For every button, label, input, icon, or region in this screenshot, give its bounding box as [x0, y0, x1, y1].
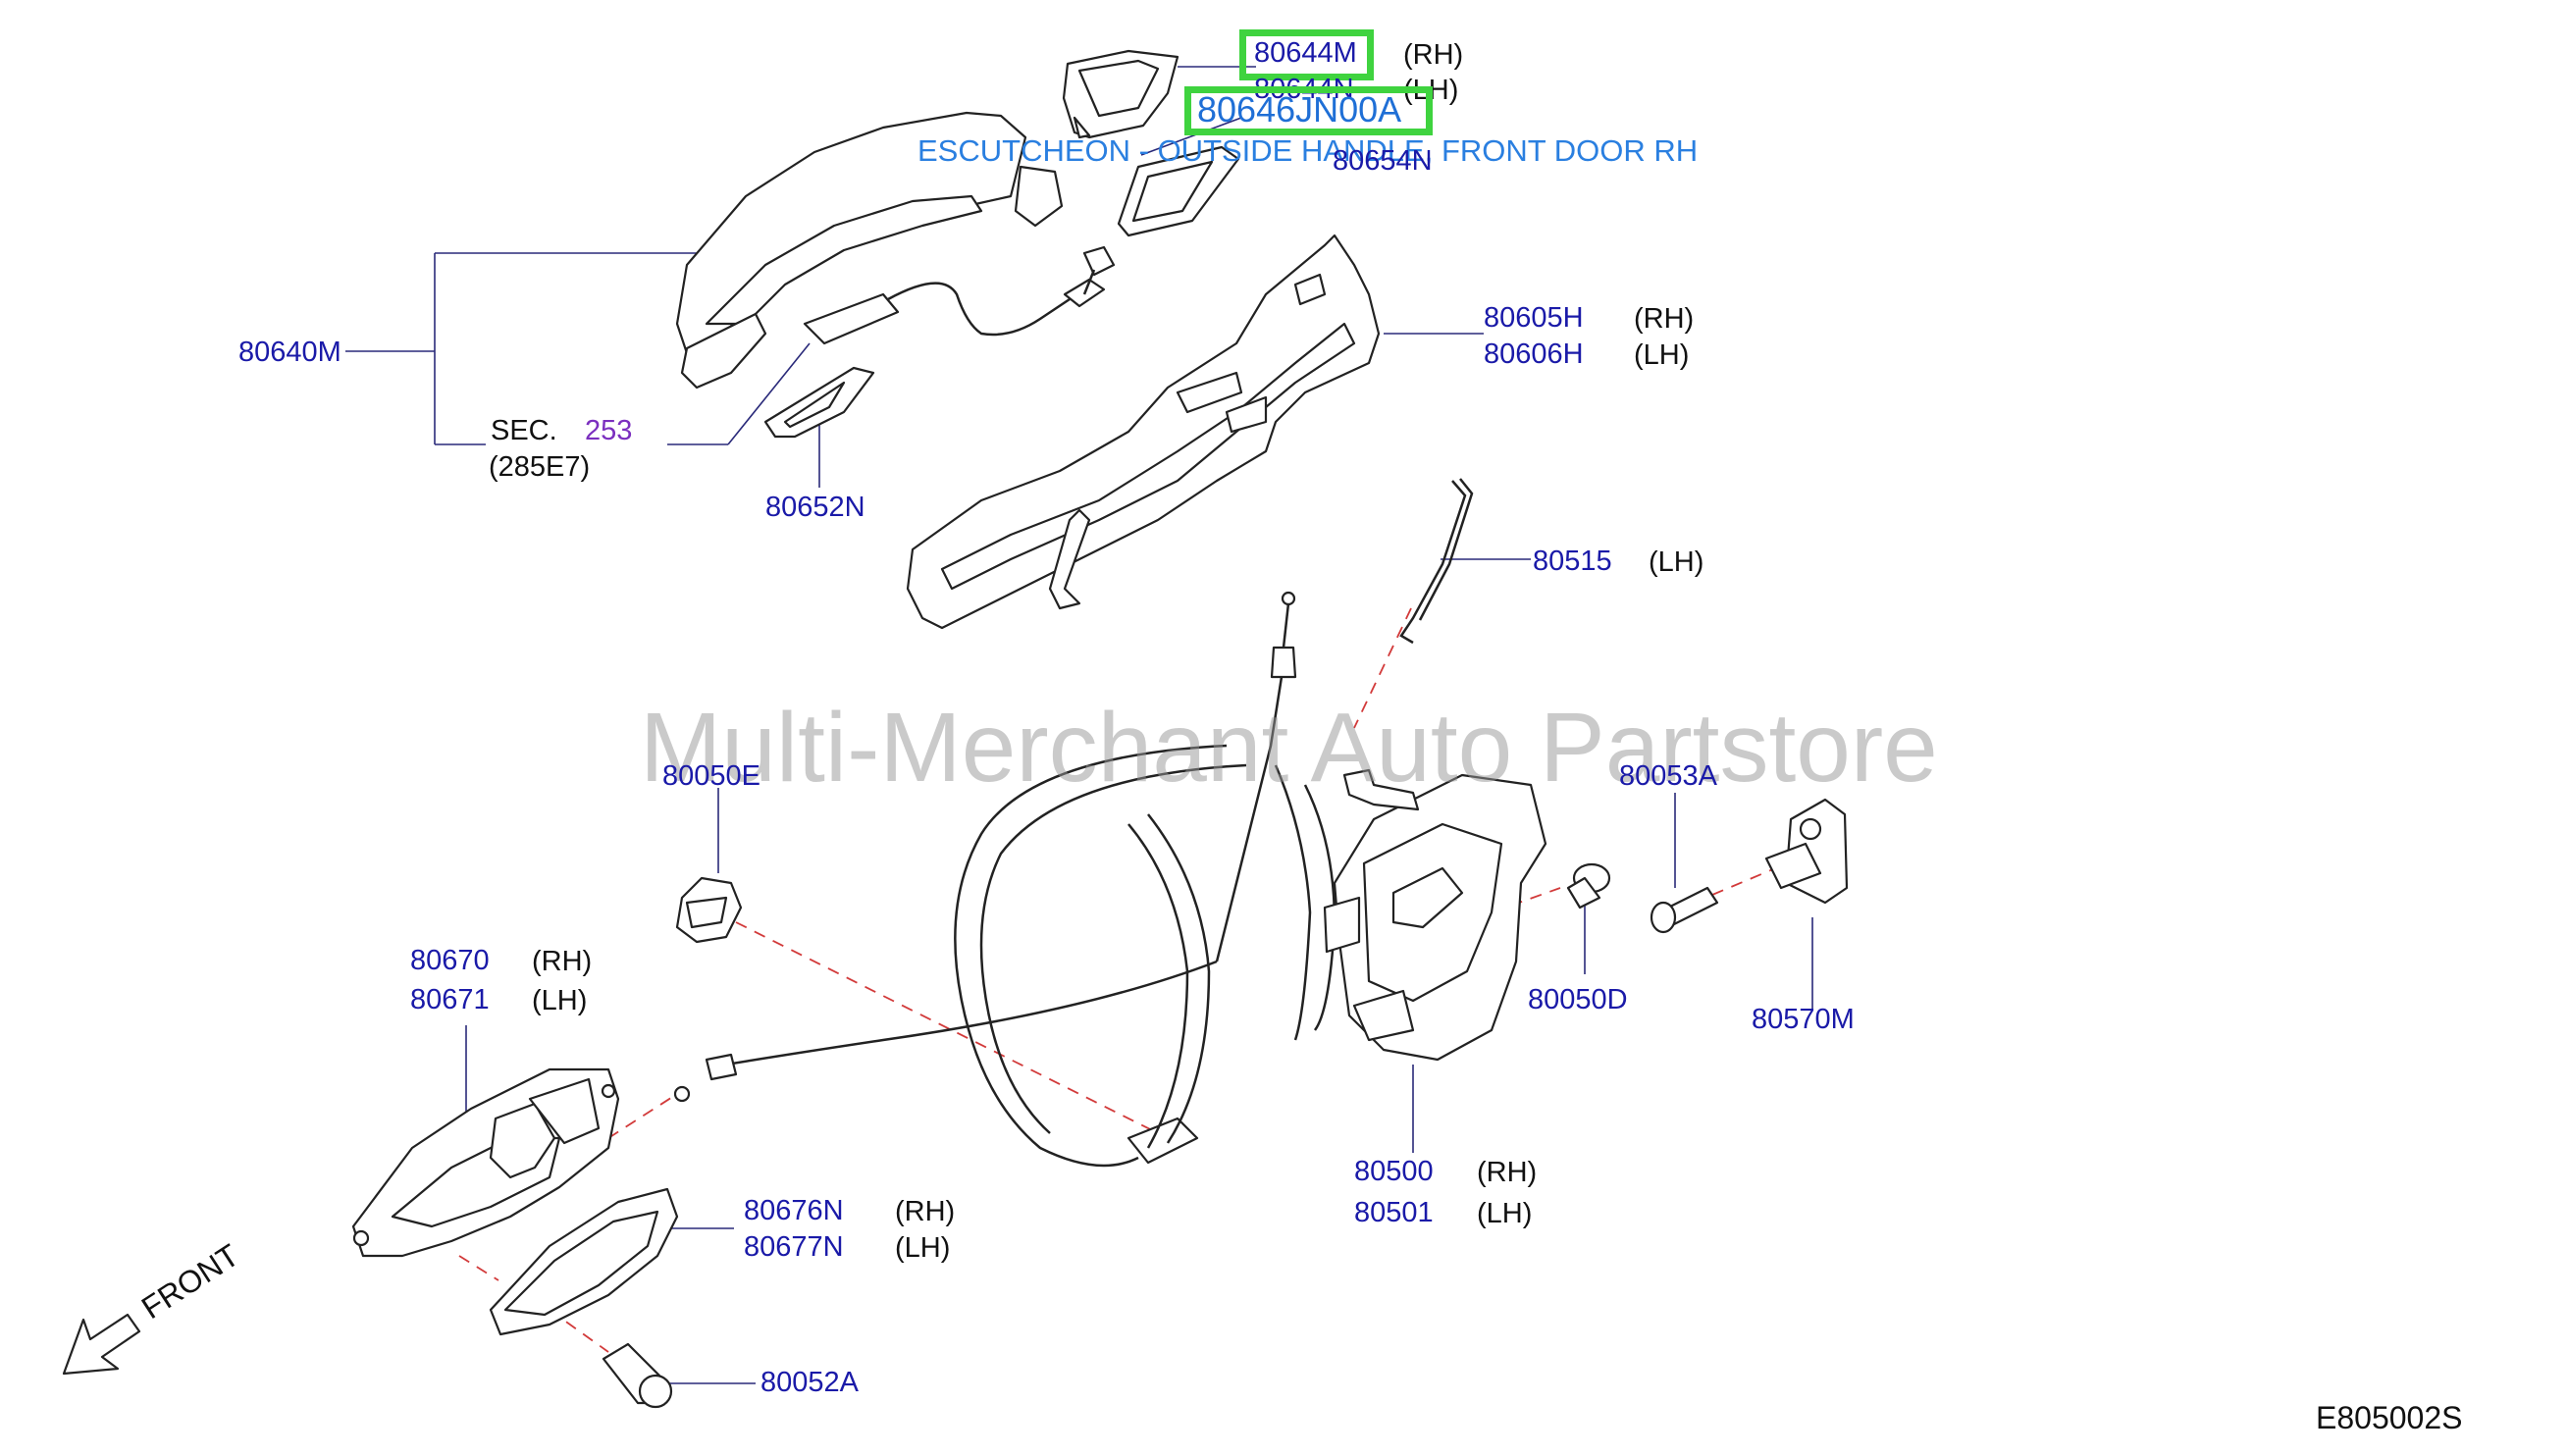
side-label-80605h: (RH) — [1634, 303, 1695, 335]
striker-bolt-part[interactable] — [1650, 886, 1719, 934]
side-label-80606h: (LH) — [1634, 339, 1690, 371]
part-number-80050d[interactable]: 80050D — [1528, 984, 1628, 1015]
part-number-80640m[interactable]: 80640M — [238, 337, 341, 368]
part-number-80654n[interactable]: 80654N — [1333, 145, 1433, 177]
part-number-80644m[interactable]: 80644M — [1254, 37, 1357, 69]
side-label-80515: (LH) — [1649, 546, 1704, 578]
highlight-box-primary — [1239, 29, 1374, 80]
part-number-80570m[interactable]: 80570M — [1752, 1004, 1855, 1035]
part-number-80652n[interactable]: 80652N — [765, 492, 865, 523]
side-label-80500: (RH) — [1477, 1157, 1538, 1188]
inside-escutcheon-part[interactable] — [489, 1187, 679, 1336]
part-number-80053a[interactable]: 80053A — [1619, 760, 1717, 792]
part-number-80515[interactable]: 80515 — [1533, 546, 1612, 577]
part-number-80677n[interactable]: 80677N — [744, 1231, 844, 1263]
striker-part[interactable] — [1764, 798, 1849, 905]
cable-clip-part[interactable] — [675, 876, 743, 944]
side-label-80670: (RH) — [532, 946, 593, 977]
section-ref-sub: (285E7) — [489, 451, 591, 483]
side-label-80677n: (LH) — [895, 1232, 951, 1264]
part-number-80646jn00a[interactable]: 80646JN00A — [1197, 89, 1402, 130]
watermark-text: Multi-Merchant Auto Partstore — [640, 693, 1938, 803]
sensor-wire — [803, 245, 1116, 345]
door-lock-actuator-part[interactable] — [1323, 768, 1547, 1062]
part-number-80671[interactable]: 80671 — [410, 984, 490, 1015]
front-arrow-icon — [62, 1313, 141, 1376]
part-number-80605h[interactable]: 80605H — [1484, 302, 1584, 334]
side-label-rh: (RH) — [1403, 39, 1464, 71]
screw-80052a-part[interactable] — [602, 1342, 673, 1409]
outside-handle-part[interactable] — [675, 111, 1064, 390]
part-number-80676n[interactable]: 80676N — [744, 1195, 844, 1226]
rod-part[interactable] — [1399, 478, 1474, 645]
pad-part[interactable] — [1117, 145, 1240, 237]
inside-handle-part[interactable] — [351, 1067, 620, 1258]
part-number-80501[interactable]: 80501 — [1354, 1197, 1434, 1228]
gasket-part[interactable] — [763, 366, 875, 439]
escutcheon-part[interactable] — [1062, 49, 1179, 139]
part-description-tooltip: ESCUTCHEON - OUTSIDE HANDLE, FRONT DOOR … — [917, 133, 1699, 168]
side-label-80501: (LH) — [1477, 1198, 1533, 1229]
section-ref-link[interactable]: 253 — [585, 415, 633, 446]
screw-part[interactable] — [1566, 862, 1611, 910]
side-label-80671: (LH) — [532, 985, 588, 1016]
section-ref-prefix: SEC. — [491, 415, 557, 446]
diagram-code: E805002S — [2316, 1400, 2463, 1435]
frame-bracket-part[interactable] — [906, 234, 1381, 630]
part-number-80052a[interactable]: 80052A — [760, 1367, 859, 1398]
control-cable — [673, 591, 1336, 1168]
side-label-80676n: (RH) — [895, 1196, 956, 1227]
leader-lines — [345, 66, 1813, 1384]
part-number-80606h[interactable]: 80606H — [1484, 338, 1584, 370]
highlight-box-secondary — [1184, 86, 1433, 135]
part-number-80500[interactable]: 80500 — [1354, 1156, 1434, 1187]
part-number-80050e[interactable]: 80050E — [662, 760, 760, 792]
part-number-80670[interactable]: 80670 — [410, 945, 490, 976]
